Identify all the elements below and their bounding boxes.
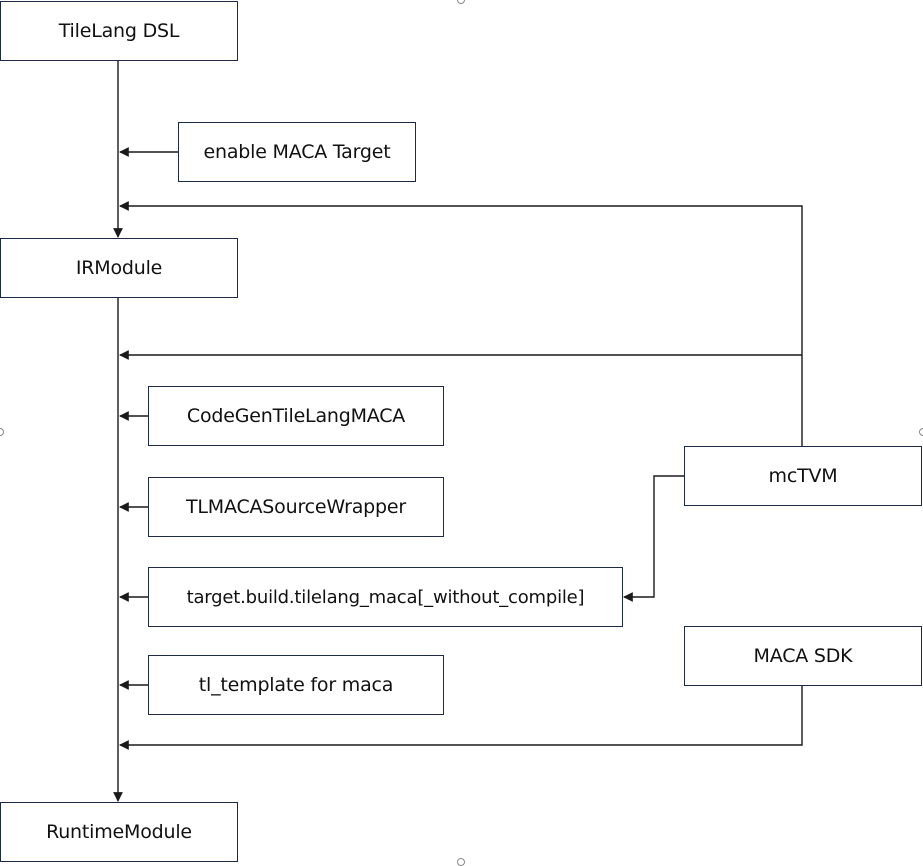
node-tilelang-dsl: TileLang DSL [0,1,238,61]
node-irmodule: IRModule [0,238,238,298]
node-mctvm: mcTVM [684,446,922,506]
resize-handle-bottom[interactable] [457,858,465,866]
node-codegen-tilelang-maca: CodeGenTileLangMACA [148,386,444,446]
node-tlmaca-source-wrapper: TLMACASourceWrapper [148,477,444,537]
node-tl-template: tl_template for maca [148,655,444,715]
node-label: enable MACA Target [203,141,391,163]
node-label: TLMACASourceWrapper [186,496,406,518]
edge-mctvm-to-upper-line [119,201,803,446]
edge-maca-sdk [119,685,803,750]
node-label: target.build.tilelang_maca[_without_comp… [186,586,585,608]
node-enable-maca-target: enable MACA Target [178,122,416,182]
node-label: tl_template for maca [198,674,394,696]
node-label: IRModule [75,257,163,279]
resize-handle-right[interactable] [919,428,923,436]
node-runtime-module: RuntimeModule [0,802,238,862]
node-maca-sdk: MACA SDK [684,626,922,686]
node-label: RuntimeModule [46,821,192,843]
node-target-build: target.build.tilelang_maca[_without_comp… [148,567,623,627]
node-label: CodeGenTileLangMACA [186,405,406,427]
node-label: MACA SDK [753,645,853,667]
edge-mctvm-to-target-build [623,475,684,602]
node-label: TileLang DSL [58,20,180,42]
node-label: mcTVM [768,465,838,487]
